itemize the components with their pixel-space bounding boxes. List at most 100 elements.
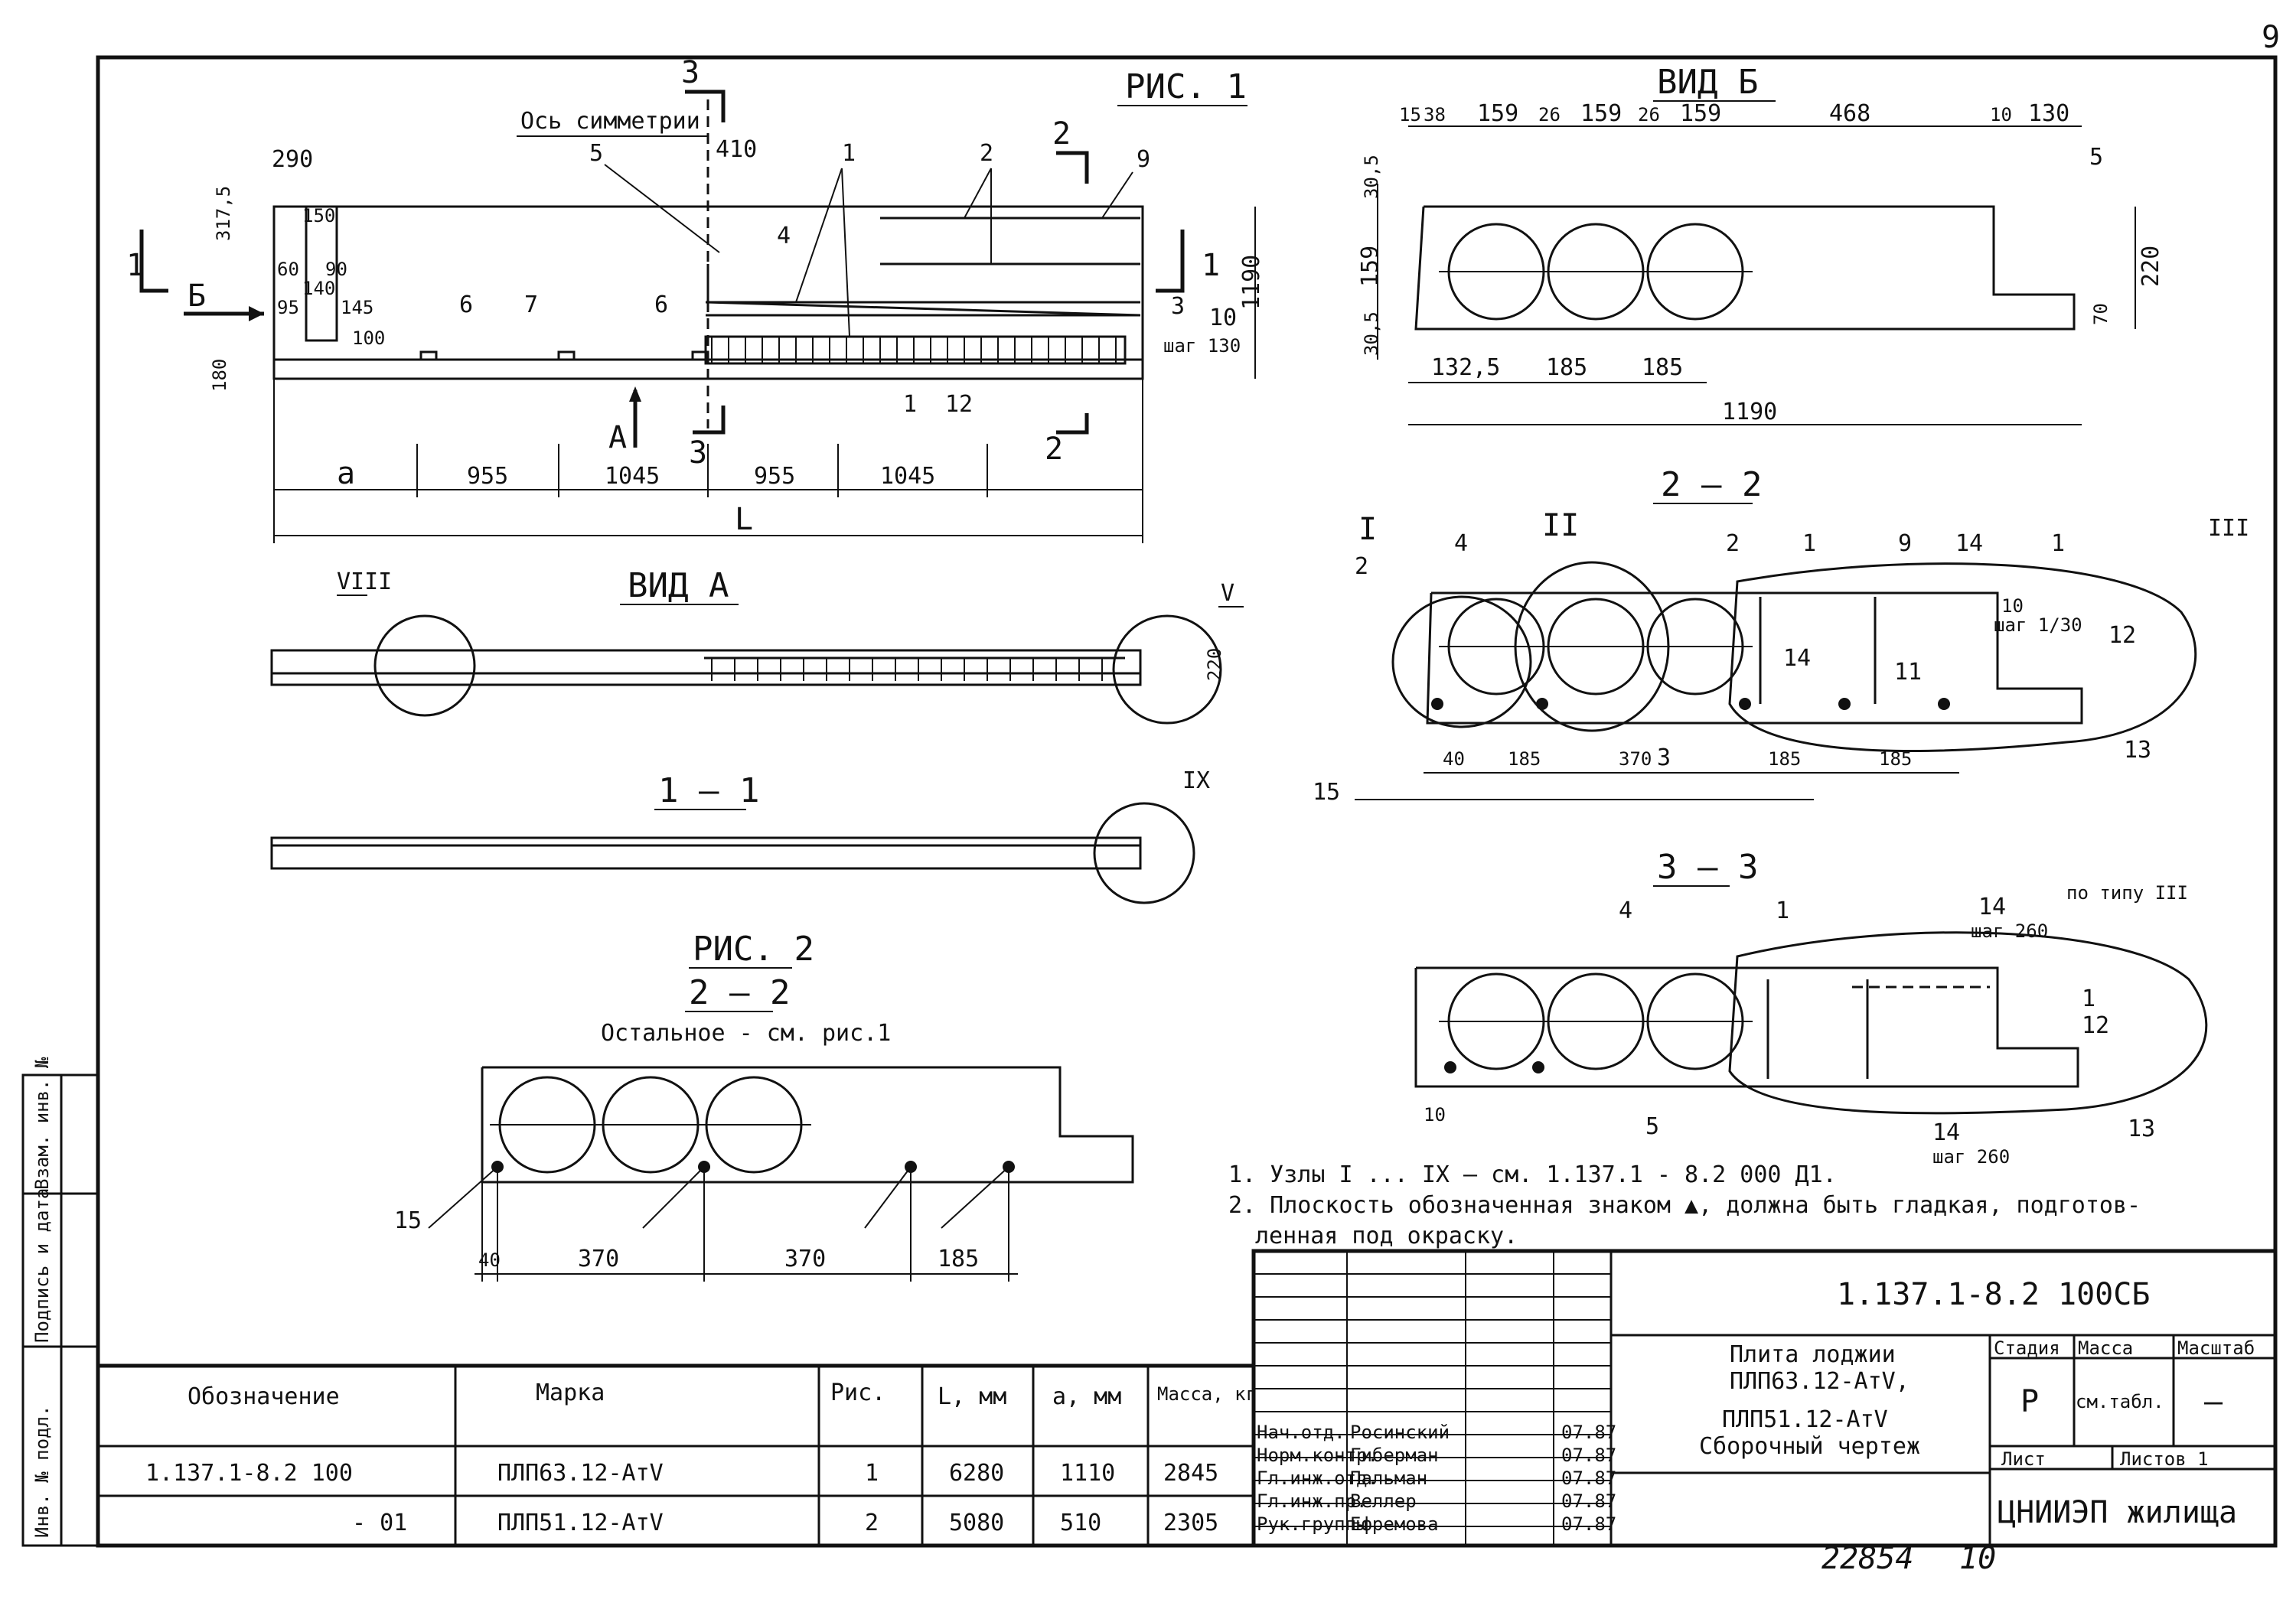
s22-callout-14-top: 14	[1955, 530, 1983, 557]
s33-node-ref: по типу III	[2066, 882, 2188, 904]
sheet-frame	[96, 55, 2278, 1548]
spec-header-a: a, мм	[1052, 1383, 1121, 1410]
section-mark-1-right: 1	[1202, 248, 1220, 283]
callout-9: 9	[1137, 146, 1150, 173]
stamp-vzam: Взам. инв. №	[31, 1057, 53, 1190]
fig2-title: РИС. 2	[693, 930, 814, 969]
view-b-bottom-dims: 132,5 185 185 1190	[1408, 354, 2082, 425]
step-130: шаг 130	[1163, 335, 1241, 357]
s22-callout-2: 2	[1726, 530, 1740, 557]
signature-date: 07.87	[1561, 1513, 1616, 1535]
vb-dim-30-5-bottom: 30,5	[1361, 311, 1382, 356]
node-viii-label: VIII	[337, 568, 392, 595]
dim-140: 140	[302, 278, 335, 299]
callout-10: 10	[1209, 305, 1237, 331]
section-3-3: 3 — 3 по типу III 4 1 14 шаг 260 1 12 5 …	[1414, 848, 2208, 1168]
signature-role: Гл.инж.отд.	[1257, 1468, 1378, 1489]
fig2-dim-370-a: 370	[578, 1246, 619, 1272]
sheets-label: Листов 1	[2120, 1448, 2209, 1470]
s22-dim-185-b: 185	[1768, 748, 1801, 770]
s33-callout-14-top: 14	[1978, 894, 2006, 920]
section-3-3-title: 3 — 3	[1657, 848, 1758, 887]
section-3-3-outline	[1414, 966, 2079, 1088]
callout-12: 12	[945, 391, 973, 418]
scale-value: —	[2204, 1384, 2223, 1419]
section-1-1-title: 1 — 1	[658, 771, 759, 810]
dim-a: a	[337, 456, 355, 491]
dim-410: 410	[716, 136, 757, 163]
s33-dim-10: 10	[1424, 1104, 1446, 1126]
signature-role: Нач.отд.	[1257, 1422, 1345, 1443]
s22-dim-185-a: 185	[1508, 748, 1541, 770]
callout-6-right: 6	[654, 292, 668, 318]
s22-callout-3: 3	[1657, 744, 1671, 771]
spec-cell: 6280	[949, 1460, 1004, 1487]
vb-dim-1190: 1190	[1722, 399, 1777, 425]
vb-dim-159-a: 159	[1477, 100, 1518, 127]
s22-step: шаг 1/30	[1994, 614, 2082, 636]
section-2-2-outline	[1426, 591, 2083, 725]
section-2-2: 2 — 2 I II III 2 4 2 1 9 14 1 10 шаг 1/3…	[1313, 465, 2249, 806]
vb-dim-185-b: 185	[1642, 354, 1683, 381]
s22-callout-13: 13	[2124, 737, 2151, 764]
callout-1-bottom: 1	[903, 391, 917, 418]
s33-step-bottom: шаг 260	[1932, 1146, 2010, 1168]
s33-callout-1-right: 1	[2082, 985, 2095, 1012]
signature-name: Ефремова	[1350, 1513, 1439, 1535]
callout-1-top: 1	[842, 140, 856, 167]
vb-dim-130: 130	[2028, 100, 2069, 127]
section-mark-2-bottom: 2	[1045, 432, 1063, 467]
view-a-arrow-label: А	[608, 420, 627, 455]
sheet-label: Лист	[2001, 1448, 2046, 1470]
dim-955-a: 955	[467, 463, 508, 490]
node-i-label: I	[1358, 512, 1377, 547]
organization: ЦНИИЭП жилища	[1998, 1495, 2237, 1530]
side-stamp: Инв. № подл. Подпись и дата Взам. инв. №	[21, 1057, 99, 1547]
fig1-title: РИС. 1	[1125, 67, 1247, 106]
title-line-2: ПЛП63.12-АтV,	[1730, 1368, 1910, 1395]
view-a-dim-220: 220	[1204, 648, 1225, 681]
spec-cell: 510	[1060, 1510, 1101, 1536]
vb-dim-15: 15	[1399, 104, 1421, 125]
s33-callout-12: 12	[2082, 1012, 2109, 1039]
vb-dim-30-5-top: 30,5	[1361, 155, 1382, 199]
view-b-arrow-label: Б	[188, 279, 206, 314]
section-mark-2-top: 2	[1052, 116, 1071, 151]
s33-callout-14-bottom: 14	[1932, 1119, 1960, 1146]
s22-dim-185-c: 185	[1879, 748, 1912, 770]
section-2-2-labels: I II III 2 4 2 1 9 14 1 10 шаг 1/30 12 1…	[1313, 508, 2249, 806]
s22-callout-14-mid: 14	[1783, 645, 1811, 672]
callout-7: 7	[524, 292, 538, 318]
s22-callout-12: 12	[2108, 622, 2136, 649]
spec-cell: 2	[865, 1510, 879, 1536]
spec-table: Обозначение Марка Рис. L, мм a, мм Масса…	[96, 1363, 1257, 1548]
view-b-side-dims: 30,5 159 30,5 5 220 70	[1357, 144, 2164, 360]
signature-role: Норм.контр.	[1257, 1445, 1378, 1466]
spec-header-mark: Марка	[536, 1380, 605, 1406]
section-mark-3-bottom: 3	[689, 435, 707, 471]
s22-dim-40: 40	[1443, 748, 1465, 770]
callout-6-left: 6	[459, 292, 473, 318]
doc-code: 1.137.1-8.2 100СБ	[1837, 1277, 2150, 1312]
s22-callout-1-a: 1	[1802, 530, 1816, 557]
fig1-callouts: 5 6 7 6 4 1 2 9 3 10 1 12 шаг 130	[459, 140, 1241, 418]
vb-dim-5: 5	[2089, 144, 2103, 171]
dim-95: 95	[277, 297, 299, 318]
fig2-subtitle: 2 — 2	[689, 973, 790, 1012]
spec-cell: 2305	[1163, 1510, 1218, 1536]
callout-4: 4	[777, 223, 791, 249]
callout-3: 3	[1171, 293, 1185, 320]
spec-header-designation: Обозначение	[188, 1383, 340, 1410]
archive-number: 22854	[1821, 1541, 1913, 1576]
view-b-outline	[1414, 205, 2076, 331]
vb-dim-159-left: 159	[1357, 246, 1384, 287]
fig2-note: Остальное - см. рис.1	[601, 1020, 891, 1047]
fig2-dim-40: 40	[478, 1249, 501, 1271]
dim-150: 150	[302, 205, 335, 226]
node-ix-circle	[1093, 802, 1195, 904]
spec-header-L: L, мм	[938, 1383, 1006, 1410]
